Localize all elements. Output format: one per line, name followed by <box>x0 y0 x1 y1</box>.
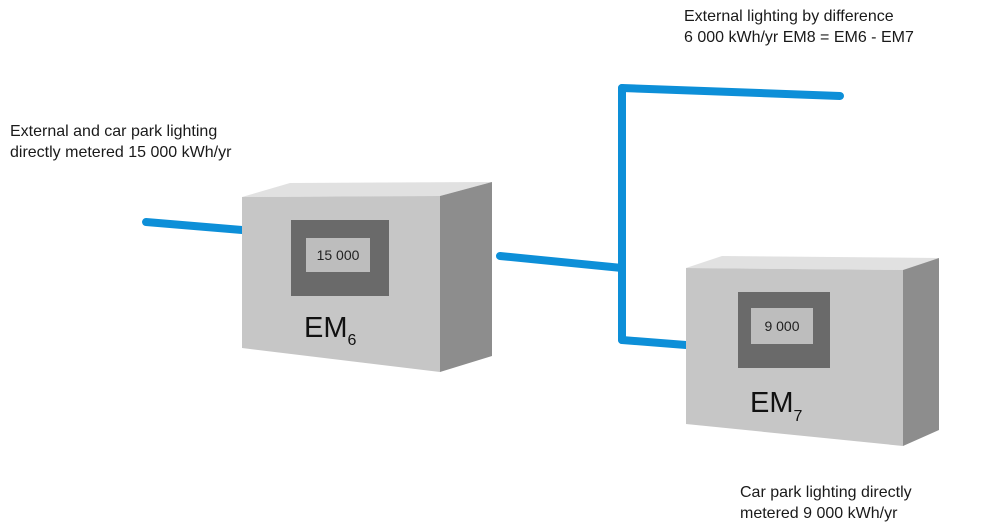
caption-top-line2: 6 000 kWh/yr EM8 = EM6 - EM7 <box>684 29 914 46</box>
caption-bottom-line2: metered 9 000 kWh/yr <box>740 505 898 522</box>
meter-em7-top <box>686 256 939 270</box>
meter-em6-reading: 15 000 <box>317 247 360 263</box>
meter-em6: 15 000 EM6 <box>242 182 492 372</box>
caption-bottom-line1: Car park lighting directly <box>740 484 912 501</box>
caption-top-line1: External lighting by difference <box>684 8 894 25</box>
meter-em7: 9 000 EM7 <box>686 256 939 446</box>
meter-em6-label: EM6 <box>304 312 357 349</box>
meter-em6-label-main: EM <box>304 312 348 344</box>
meter-em7-label-main: EM <box>750 387 794 419</box>
em8-difference-cable <box>618 84 844 100</box>
caption-left-line2: directly metered 15 000 kWh/yr <box>10 144 232 161</box>
meter-em6-display <box>306 238 370 272</box>
meter-em7-reading: 9 000 <box>764 318 799 334</box>
caption-external-by-difference: External lighting by difference 6 000 kW… <box>684 6 914 48</box>
meter-em7-side <box>903 258 939 446</box>
meter-em7-display <box>751 308 813 344</box>
meter-em6-label-sub: 6 <box>348 332 357 349</box>
cables <box>142 84 844 349</box>
meter-em7-label-sub: 7 <box>794 408 803 425</box>
meter-em7-label: EM7 <box>750 387 803 425</box>
meter-em6-side <box>440 182 492 372</box>
em7-input-cable <box>618 336 690 349</box>
caption-left-line1: External and car park lighting <box>10 123 218 140</box>
em6-output-cable <box>496 252 626 272</box>
caption-external-and-car-park: External and car park lighting directly … <box>10 121 231 163</box>
meter-em6-top <box>242 182 492 197</box>
input-cable <box>142 218 246 234</box>
caption-car-park: Car park lighting directly metered 9 000… <box>740 482 912 524</box>
